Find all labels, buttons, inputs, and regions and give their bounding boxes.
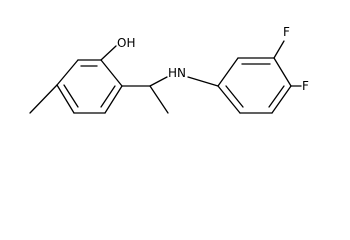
ring-bond [271,85,292,114]
methyl-bond [29,84,58,114]
fluorine-top-bond [273,40,285,59]
amine-label: HN [168,66,186,80]
fluorine-right-label: F [302,79,309,93]
aromatic-inner-bond [100,85,116,108]
fluorine-top-label: F [283,25,290,39]
aromatic-inner-bond [268,85,285,108]
aromatic-inner-bond [63,84,79,108]
methine-methyl-bond [149,85,169,114]
hydroxyl-bond [100,45,117,61]
structural-formula: OH HN F F [29,25,309,114]
difluorophenyl-ring [217,57,292,114]
ring-bond [104,85,123,114]
ring-bond [56,84,75,114]
ring-bond [217,57,239,87]
ring-bond [273,57,292,87]
amine-ring-bond [187,76,219,87]
aromatic-inner-bond [225,85,244,108]
ring-bond [100,59,123,87]
methine-amine-bond [149,76,168,87]
hydroxyl-label: OH [117,36,135,50]
phenol-ring [56,59,123,114]
ring-bond [56,59,79,86]
ring-bond [217,85,241,114]
